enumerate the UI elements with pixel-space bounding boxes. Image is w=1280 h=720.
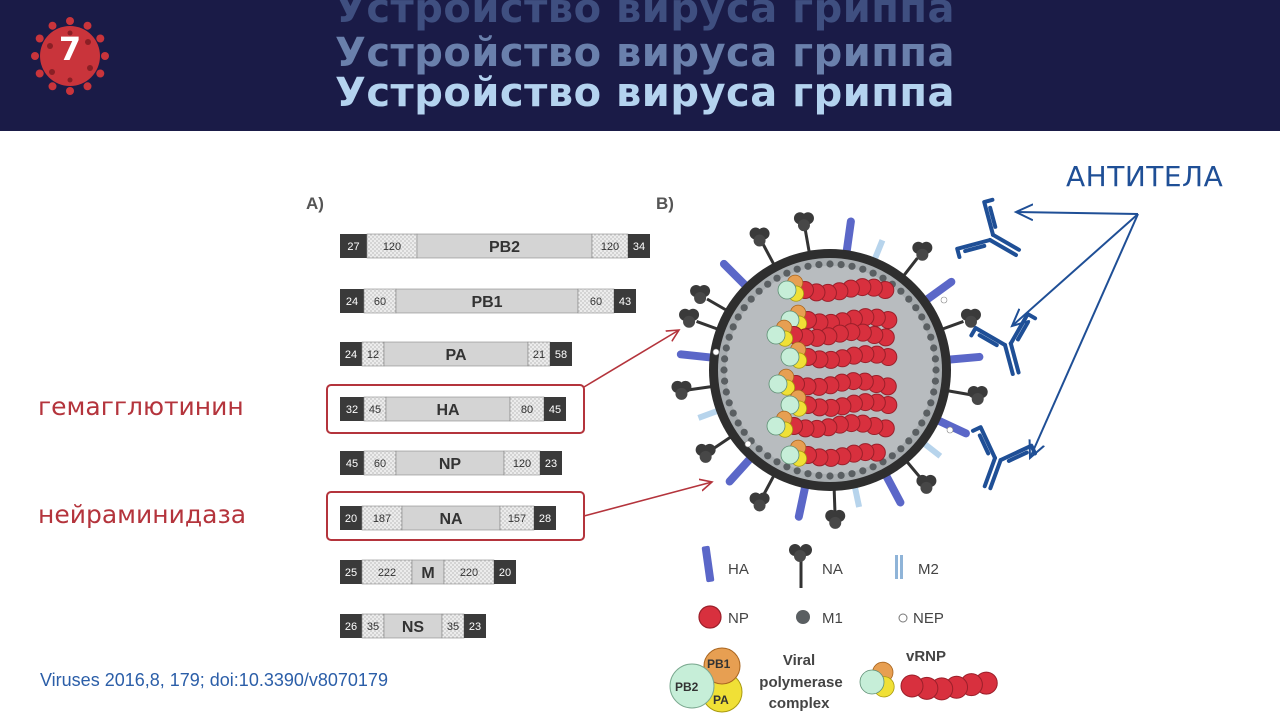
segment-left-end-label: 45 [346, 458, 358, 470]
segment-right-end-label: 43 [619, 296, 631, 308]
segment-left-utr-label: 187 [373, 513, 391, 525]
segment-left-end-label: 20 [345, 513, 357, 525]
segment-left-utr-label: 60 [374, 296, 386, 308]
antibody-arrows [1012, 212, 1139, 458]
genome-segment-pb1: 24 60 PB1 60 43 [340, 288, 636, 314]
segment-right-utr-label: 35 [447, 621, 459, 633]
segment-left-utr-label: 35 [367, 621, 379, 633]
genome-segment-ns: 26 35 NS 35 23 [340, 613, 486, 639]
segment-name-label: PB2 [489, 239, 520, 256]
header-bar: Устройство вируса гриппа Устройство виру… [0, 0, 1280, 131]
legend-vrnp-symbol [859, 661, 998, 701]
segment-right-utr-label: 220 [460, 567, 478, 579]
slide-title-ghost-2: Устройство вируса гриппа [335, 30, 955, 76]
genome-segment-pb2: 27 120 PB2 120 34 [340, 233, 650, 259]
legend-nep-symbol [898, 613, 908, 623]
legend-pb2-label: PB2 [675, 680, 699, 694]
antibodies-label: АНТИТЕЛА [1066, 160, 1224, 193]
legend-na-symbol [789, 544, 812, 588]
segment-right-end-label: 23 [545, 458, 557, 470]
segment-name-label: NS [402, 619, 425, 636]
segment-right-end-label: 23 [469, 621, 481, 633]
segment-left-end-label: 27 [347, 241, 359, 253]
segment-name-label: HA [436, 402, 460, 419]
segment-name-label: NP [439, 456, 462, 473]
genome-segment-na: 20 187 NA 157 28 [340, 505, 556, 531]
segment-right-utr-label: 157 [508, 513, 526, 525]
neuraminidase-label: нейраминидаза [38, 500, 247, 529]
legend-complex-line-1: Viral [783, 652, 815, 669]
segment-left-utr-label: 45 [369, 404, 381, 416]
segment-left-utr-label: 120 [383, 241, 401, 253]
segment-left-end-label: 24 [346, 296, 358, 308]
legend-vrnp-label: vRNP [906, 648, 946, 665]
segment-right-end-label: 45 [549, 404, 561, 416]
segment-name-label: PB1 [471, 294, 502, 311]
na-arrow [583, 482, 712, 517]
legend-polymerase-symbol: PB1 PB2 PA [669, 647, 743, 713]
ha-highlight-box [326, 384, 585, 434]
legend-m1-label: M1 [822, 610, 843, 627]
segment-right-utr-label: 80 [521, 404, 533, 416]
segment-left-utr-label: 222 [378, 567, 396, 579]
segment-left-end-label: 32 [346, 404, 358, 416]
segment-left-end-label: 24 [345, 349, 357, 361]
segment-left-utr-label: 60 [374, 458, 386, 470]
segment-right-end-label: 34 [633, 241, 645, 253]
legend-nep-label: NEP [913, 610, 944, 627]
legend-np-symbol [698, 605, 722, 629]
segment-right-end-label: 20 [499, 567, 511, 579]
segment-name-label: M [421, 565, 434, 582]
ha-arrow [583, 330, 679, 388]
legend-complex-line-3: complex [769, 695, 831, 712]
legend-ha-symbol [701, 545, 715, 583]
segment-right-utr-label: 60 [590, 296, 602, 308]
panel-a-label: A) [306, 194, 324, 213]
citation: Viruses 2016,8, 179; doi:10.3390/v807017… [40, 670, 388, 690]
genome-segment-np: 45 60 NP 120 23 [340, 450, 562, 476]
antibodies [955, 197, 1038, 491]
segment-right-end-label: 58 [555, 349, 567, 361]
legend-np-label: NP [728, 610, 749, 627]
legend-na-label: NA [822, 561, 843, 578]
legend-m2-label: M2 [918, 561, 939, 578]
hemagglutinin-label: гемагглютинин [38, 392, 244, 421]
legend-complex-line-2: polymerase [759, 674, 842, 691]
genome-segment-m: 25 222 M 220 20 [340, 559, 516, 585]
legend-m1-symbol [796, 610, 810, 624]
segment-left-end-label: 26 [345, 621, 357, 633]
segment-left-utr-label: 12 [367, 349, 379, 361]
legend-pa-label: PA [713, 693, 729, 707]
segment-right-utr-label: 21 [533, 349, 545, 361]
slide-title-ghost-1: Устройство вируса гриппа [335, 0, 955, 32]
segment-name-label: PA [445, 347, 466, 364]
legend-ha-label: HA [728, 561, 749, 578]
virus-badge-icon [31, 17, 109, 95]
slide-number: 7 [58, 30, 82, 68]
segment-right-utr-label: 120 [513, 458, 531, 470]
legend-pb1-label: PB1 [707, 657, 731, 671]
slide-title: Устройство вируса гриппа [335, 70, 955, 116]
virion [671, 212, 988, 529]
panel-b-label: B) [656, 194, 674, 213]
genome-segment-ha: 32 45 HA 80 45 [340, 396, 566, 422]
segment-left-end-label: 25 [345, 567, 357, 579]
genome-segments: 27 120 PB2 120 34 24 60 PB1 60 43 24 12 PA 21 58 32 45 HA… [340, 233, 650, 639]
genome-segment-pa: 24 12 PA 21 58 [340, 341, 572, 367]
legend: HA NA M2 NP M1 NEP PB1 PB2 PA Viral poly… [669, 544, 998, 713]
segment-right-utr-label: 120 [601, 241, 619, 253]
segment-name-label: NA [439, 511, 463, 528]
segment-right-end-label: 28 [539, 513, 551, 525]
legend-m2-symbol [895, 555, 903, 579]
